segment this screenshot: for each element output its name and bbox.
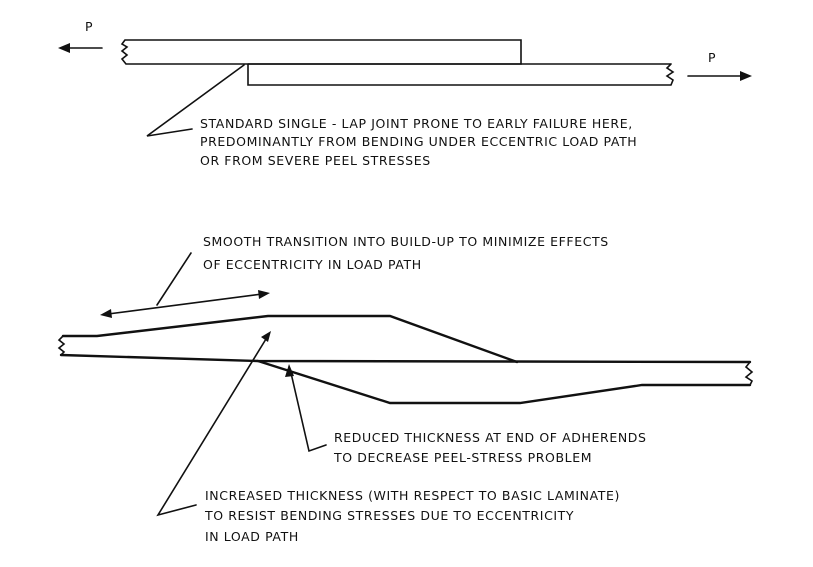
increased-thickness-leader	[156, 331, 271, 517]
tapered-lap-joint	[57, 314, 754, 405]
failure-callout-line-3: OR FROM SEVERE PEEL STRESSES	[200, 153, 431, 168]
transition-note: SMOOTH TRANSITION INTO BUILD-UP TO MINIM…	[203, 234, 609, 272]
failure-callout-line-2: PREDOMINANTLY FROM BENDING UNDER ECCENTR…	[200, 134, 637, 149]
upper-adherend-buildup	[61, 314, 519, 364]
failure-callout-line-1: STANDARD SINGLE - LAP JOINT PRONE TO EAR…	[200, 116, 633, 131]
increased-note-line-2: TO RESIST BENDING STRESSES DUE TO ECCENT…	[204, 508, 574, 523]
transition-note-line-2: OF ECCENTRICITY IN LOAD PATH	[203, 257, 422, 272]
load-arrow-left	[58, 43, 103, 53]
failure-leader-line	[146, 64, 245, 137]
increased-thickness-note: INCREASED THICKNESS (WITH RESPECT TO BAS…	[204, 488, 620, 544]
transition-leader-line	[156, 252, 192, 306]
upper-adherend-break	[57, 335, 66, 356]
reduced-note-line-1: REDUCED THICKNESS AT END OF ADHERENDS	[334, 430, 647, 445]
reduced-thickness-note: REDUCED THICKNESS AT END OF ADHERENDS TO…	[333, 430, 647, 465]
transition-note-line-1: SMOOTH TRANSITION INTO BUILD-UP TO MINIM…	[203, 234, 609, 249]
increased-note-line-1: INCREASED THICKNESS (WITH RESPECT TO BAS…	[205, 488, 620, 503]
increased-note-line-3: IN LOAD PATH	[205, 529, 299, 544]
load-label-right: P	[708, 50, 716, 65]
failure-callout: STANDARD SINGLE - LAP JOINT PRONE TO EAR…	[200, 116, 637, 168]
reduced-note-line-2: TO DECREASE PEEL-STRESS PROBLEM	[333, 450, 592, 465]
upper-adherend	[120, 39, 522, 65]
single-lap-joint	[120, 39, 675, 86]
load-arrow-right	[687, 71, 752, 81]
lower-adherend-buildup	[256, 359, 752, 405]
load-label-left: P	[85, 19, 93, 34]
lower-adherend	[247, 63, 675, 86]
transition-length-arrow	[100, 290, 270, 318]
lower-adherend-break	[744, 361, 754, 386]
reduced-thickness-leader	[285, 364, 327, 453]
bondline	[59, 353, 752, 364]
